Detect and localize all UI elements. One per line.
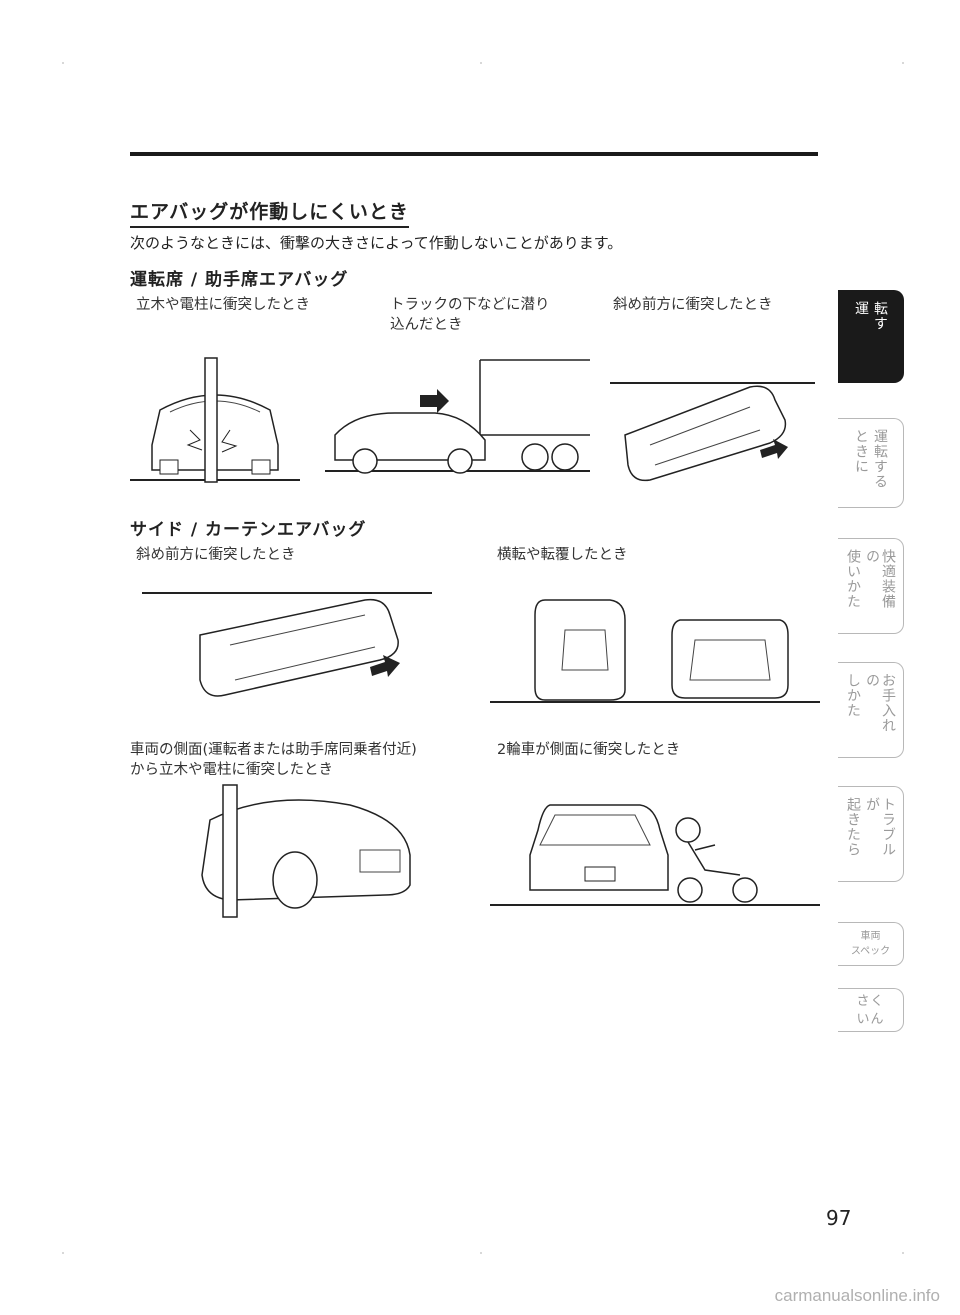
illustration-motorcycle <box>490 804 820 906</box>
tab-specs[interactable]: 車両 スペック <box>838 922 904 966</box>
caption-side-pole-1: 車両の側面(運転者または助手席同乗者付近) <box>130 742 417 758</box>
section-title-front: 運転席 / 助手席エアバッグ <box>130 270 349 290</box>
illustration-rollover <box>490 599 820 703</box>
tab-comfort[interactable]: 快適装備の 使いかた <box>838 538 904 634</box>
caption-truck-2: 込んだとき <box>390 317 463 333</box>
illustration-side-pole <box>201 784 411 918</box>
illustration-side-oblique <box>142 592 432 697</box>
caption-pole: 立木や電柱に衝突したとき <box>136 297 310 313</box>
caption-truck-1: トラックの下などに潜り <box>390 297 550 313</box>
caption-rollover: 横転や転覆したとき <box>497 547 628 563</box>
tab-trouble[interactable]: トラブルが 起きたら <box>838 786 904 882</box>
section-title-side: サイド / カーテンエアバッグ <box>130 520 367 540</box>
tab-driving[interactable]: 運転する ときに <box>838 418 904 508</box>
page-heading: エアバッグが作動しにくいとき <box>130 197 409 228</box>
top-rule <box>130 152 818 156</box>
tab-index[interactable]: さく いん <box>838 988 904 1032</box>
caption-oblique-front: 斜め前方に衝突したとき <box>613 297 773 313</box>
caption-side-oblique: 斜め前方に衝突したとき <box>136 547 296 563</box>
tab-maintenance[interactable]: お手入れの しかた <box>838 662 904 758</box>
footer-watermark: carmanualsonline.info <box>774 1286 940 1305</box>
page-number: 97 <box>826 1206 852 1230</box>
caption-side-pole-2: から立木や電柱に衝突したとき <box>130 762 333 778</box>
illustration-truck-underride <box>325 359 590 474</box>
illustration-pole-front <box>130 357 300 483</box>
tab-before-driving[interactable]: 転す 運 <box>838 290 904 383</box>
intro-text: 次のようなときには、衝撃の大きさによって作動しないことがあります。 <box>130 234 623 252</box>
caption-motorcycle: 2輪車が側面に衝突したとき <box>497 742 681 758</box>
illustration-oblique-front <box>610 382 815 482</box>
